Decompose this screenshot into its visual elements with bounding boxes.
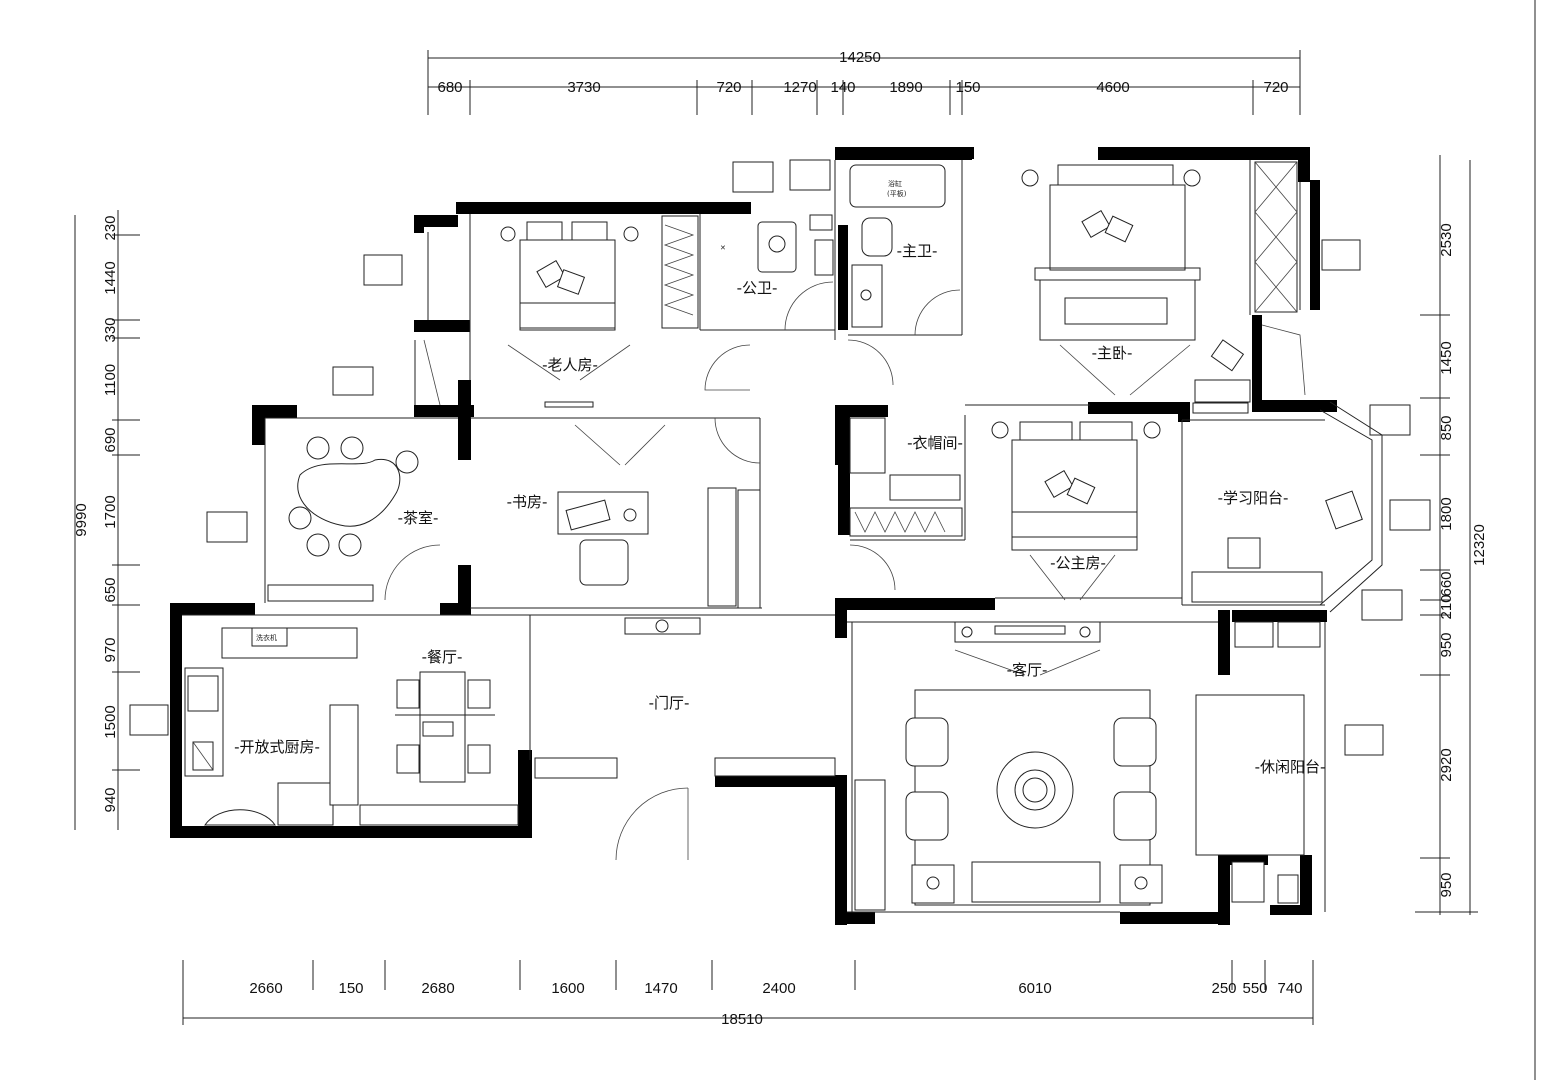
room-label-master-bath: -主卫-: [897, 242, 938, 260]
bottom-dim: 2400: [762, 980, 795, 997]
top-dim: 3730: [567, 79, 600, 96]
left-dim: 330: [102, 317, 119, 342]
left-dimensions: 9990 230 1440 330 1100 690 1700 650 970 …: [73, 210, 140, 830]
bottom-dim: 2680: [421, 980, 454, 997]
study-furniture: [557, 424, 761, 609]
doors: [384, 281, 1306, 861]
washer-label: 洗衣机: [256, 633, 277, 642]
room-label-foyer: -门厅-: [649, 694, 690, 712]
kitchen-furniture: 洗衣机: [184, 627, 359, 826]
svg-text:✕: ✕: [720, 244, 726, 252]
room-label-study-balcony: -学习阳台-: [1218, 489, 1289, 507]
right-dim: 660: [1438, 571, 1455, 596]
room-labels: -老人房- -公卫- -主卫- -主卧- -茶室- -书房- -衣帽间- -公主…: [234, 242, 1325, 776]
bottom-dim: 1470: [644, 980, 677, 997]
bathtub-note: (平板): [887, 189, 907, 198]
right-dim: 210: [1438, 594, 1455, 619]
top-dim: 720: [1263, 79, 1288, 96]
window-tags: [129, 159, 1431, 756]
top-dim: 150: [955, 79, 980, 96]
tea-room-furniture: [267, 436, 419, 602]
bottom-dim: 740: [1277, 980, 1302, 997]
top-dim: 720: [716, 79, 741, 96]
room-label-elder: -老人房-: [542, 356, 598, 374]
right-dim: 1450: [1438, 341, 1455, 374]
left-dim: 940: [102, 787, 119, 812]
right-dimensions: 12320 2530 1450 850 1800 660 210 950 292…: [1415, 155, 1488, 915]
left-total-dim: 9990: [73, 503, 90, 536]
top-dim: 140: [830, 79, 855, 96]
master-wardrobe: [1254, 161, 1298, 313]
right-total-dim: 12320: [1471, 524, 1488, 566]
room-label-kitchen: -开放式厨房-: [234, 738, 320, 756]
top-dim: 680: [437, 79, 462, 96]
left-dim: 1500: [102, 705, 119, 738]
bathtub-label: 浴缸: [888, 179, 902, 188]
right-dim: 950: [1438, 872, 1455, 897]
top-dim: 1890: [889, 79, 922, 96]
left-dim: 1100: [102, 364, 119, 396]
master-bedroom-bed: [1021, 164, 1251, 414]
bottom-dim: 1600: [551, 980, 584, 997]
bottom-dim: 550: [1242, 980, 1267, 997]
room-label-master-bedroom: -主卧-: [1092, 344, 1133, 362]
study-balcony-furniture: [1191, 401, 1383, 613]
bottom-dimensions: 2660 150 2680 1600 1470 2400 6010 250 55…: [182, 960, 1314, 1028]
walls: [170, 147, 1337, 925]
living-room-furniture: [854, 621, 1163, 911]
room-label-tea: -茶室-: [398, 509, 439, 527]
left-dim: 970: [102, 637, 119, 662]
top-dimensions: 14250 680 3730 720 1270 140 1890 150 460…: [427, 49, 1301, 115]
room-label-living: -客厅-: [1007, 661, 1048, 679]
right-dim: 1800: [1438, 497, 1455, 530]
foyer-cabinets: [534, 617, 836, 779]
bottom-dim: 2660: [249, 980, 282, 997]
top-dim: 4600: [1096, 79, 1129, 96]
bottom-total-dim: 18510: [721, 1011, 763, 1028]
room-label-guest-bedroom: -公主房-: [1050, 554, 1106, 572]
guest-bedroom-bed: [991, 421, 1161, 601]
room-label-leisure-balcony: -休闲阳台-: [1255, 758, 1326, 776]
elder-room-wardrobe: [661, 215, 699, 329]
top-dim: 1270: [783, 79, 816, 96]
bottom-dim: 250: [1211, 980, 1236, 997]
right-dim: 850: [1438, 415, 1455, 440]
interior-lines: [182, 160, 1326, 913]
left-dim: 230: [102, 215, 119, 240]
bottom-dim: 6010: [1018, 980, 1051, 997]
room-label-public-bath: -公卫-: [737, 279, 778, 297]
right-dim: 950: [1438, 632, 1455, 657]
room-label-dining: -餐厅-: [422, 648, 463, 666]
dining-furniture: [359, 671, 519, 826]
top-total-dim: 14250: [839, 49, 881, 66]
master-bath-fixtures: 浴缸 (平板): [849, 164, 946, 328]
right-dim: 2530: [1438, 223, 1455, 256]
room-label-cloakroom: -衣帽间-: [907, 434, 963, 452]
right-dim: 2920: [1438, 748, 1455, 781]
bottom-dim: 150: [338, 980, 363, 997]
room-label-study: -书房-: [507, 493, 548, 511]
left-dim: 1700: [102, 495, 119, 528]
cloakroom-furniture: [849, 417, 963, 537]
left-dim: 650: [102, 577, 119, 602]
leisure-balcony-furniture: [1195, 621, 1321, 904]
left-dim: 1440: [102, 261, 119, 294]
elder-room-bed: [500, 221, 639, 408]
left-dim: 690: [102, 427, 119, 452]
public-bath-fixtures: ✕: [720, 214, 834, 276]
